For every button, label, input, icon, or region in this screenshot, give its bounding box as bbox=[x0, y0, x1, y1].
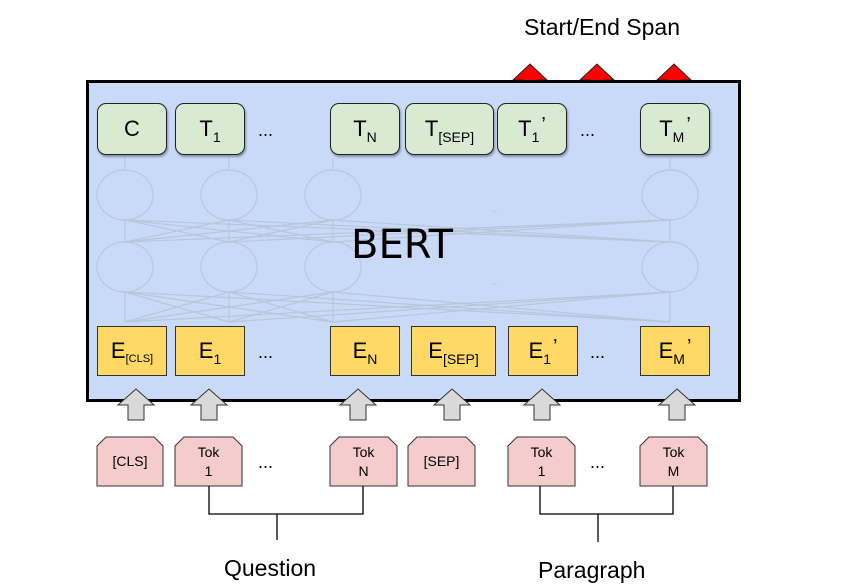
token-main: E bbox=[528, 338, 544, 363]
bert-label: BERT bbox=[351, 222, 454, 268]
ellipsis: ... bbox=[590, 342, 606, 362]
token-subscript: M bbox=[673, 351, 685, 367]
token-text: Tok bbox=[352, 444, 375, 460]
output-token-tsep: T[SEP] bbox=[405, 103, 494, 155]
token-prime: ’ bbox=[553, 335, 558, 358]
token-prime: ’ bbox=[686, 113, 691, 136]
input-token-sep: [SEP] bbox=[408, 452, 475, 471]
paragraph-label: Paragraph bbox=[538, 557, 646, 583]
token-main: E bbox=[658, 338, 674, 363]
token-text: Tok bbox=[662, 444, 685, 460]
svg-text:...: ... bbox=[490, 274, 500, 288]
token-main: T bbox=[199, 116, 213, 141]
token-subscript: M bbox=[672, 129, 685, 145]
input-token-shape bbox=[329, 436, 398, 487]
token-text: Tok bbox=[530, 444, 553, 460]
token-text: [SEP] bbox=[423, 453, 460, 469]
token-subscript: 1 bbox=[213, 351, 222, 367]
token-main: T bbox=[424, 116, 439, 141]
ellipsis: ... bbox=[258, 452, 274, 472]
input-arrow-icon bbox=[522, 388, 562, 421]
output-title: Start/End Span bbox=[524, 14, 680, 40]
token-main: T bbox=[518, 116, 532, 141]
token-subscript: 1 bbox=[212, 129, 221, 145]
input-token-shape bbox=[639, 436, 708, 487]
token-subscript: N bbox=[367, 351, 378, 367]
question-label: Question bbox=[224, 555, 317, 581]
token-main: C bbox=[124, 116, 140, 141]
token-subscript: [SEP] bbox=[438, 129, 475, 145]
input-arrow-icon bbox=[657, 388, 697, 421]
token-index: 1 bbox=[537, 463, 546, 479]
embedding-sep: E[SEP] bbox=[411, 326, 496, 376]
paragraph-bracket bbox=[539, 486, 674, 515]
token-subscript: [CLS] bbox=[125, 353, 154, 365]
input-token-shape bbox=[174, 436, 243, 487]
input-token-1: Tok 1 bbox=[175, 443, 242, 481]
input-token-shape bbox=[407, 436, 476, 487]
ellipsis: ... bbox=[258, 342, 274, 362]
token-main: E bbox=[428, 338, 443, 363]
token-main: E bbox=[352, 338, 368, 363]
output-token-c: C bbox=[97, 103, 167, 155]
token-text: Tok bbox=[197, 444, 220, 460]
token-subscript: 1 bbox=[543, 351, 552, 367]
input-token-cls: [CLS] bbox=[97, 452, 163, 471]
token-text: [CLS] bbox=[112, 453, 148, 469]
ellipsis: ... bbox=[580, 120, 596, 140]
token-index: 1 bbox=[204, 463, 213, 479]
input-token-shape bbox=[96, 436, 164, 487]
token-subscript: N bbox=[366, 129, 377, 145]
input-arrow-icon bbox=[432, 388, 472, 421]
embedding-cls: E[CLS] bbox=[97, 326, 167, 376]
token-main: T bbox=[659, 116, 673, 141]
svg-text:...: ... bbox=[490, 201, 500, 215]
token-subscript: 1 bbox=[531, 129, 540, 145]
ellipsis: ... bbox=[258, 120, 274, 140]
input-arrow-icon bbox=[338, 388, 378, 421]
token-index: M bbox=[667, 463, 680, 479]
token-main: E bbox=[198, 338, 214, 363]
ellipsis: ... bbox=[590, 452, 606, 472]
input-arrow-icon bbox=[189, 388, 229, 421]
token-index: N bbox=[358, 463, 369, 479]
input-arrow-icon bbox=[116, 388, 156, 421]
token-main: E bbox=[110, 338, 126, 363]
input-token-shape bbox=[507, 436, 576, 487]
token-prime: ’ bbox=[541, 113, 546, 136]
question-bracket bbox=[208, 486, 364, 515]
token-prime: ’ bbox=[686, 335, 692, 358]
token-subscript: [SEP] bbox=[442, 351, 479, 367]
token-main: T bbox=[353, 116, 367, 141]
input-token-1-prime: Tok 1 bbox=[508, 443, 575, 481]
